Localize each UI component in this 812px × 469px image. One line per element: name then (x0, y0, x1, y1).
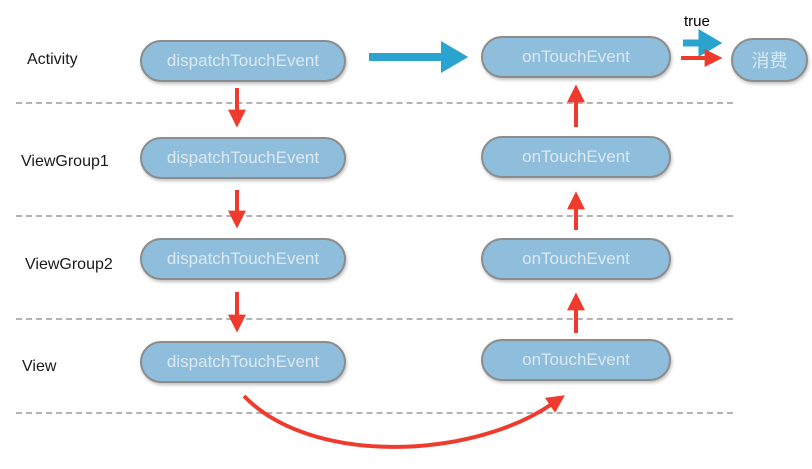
row-label-viewgroup2: ViewGroup2 (25, 256, 113, 273)
box-viewgroup1-ontouchevent: onTouchEvent (481, 136, 671, 178)
box-view-ontouchevent: onTouchEvent (481, 339, 671, 381)
row-divider-3 (16, 318, 733, 320)
box-consume: 消费 (731, 38, 808, 82)
box-viewgroup2-dispatchtouchevent: dispatchTouchEvent (140, 238, 346, 280)
row-divider-1 (16, 102, 733, 104)
row-label-viewgroup1: ViewGroup1 (21, 153, 109, 170)
row-divider-4 (16, 412, 733, 414)
box-activity-ontouchevent: onTouchEvent (481, 36, 671, 78)
box-view-dispatchtouchevent: dispatchTouchEvent (140, 341, 346, 383)
box-viewgroup2-ontouchevent: onTouchEvent (481, 238, 671, 280)
arrow-view-dispatch-to-ontouch-curve (242, 394, 565, 449)
row-label-activity: Activity (27, 51, 78, 68)
box-activity-dispatchtouchevent: dispatchTouchEvent (140, 40, 346, 82)
row-divider-2 (16, 215, 733, 217)
box-viewgroup1-dispatchtouchevent: dispatchTouchEvent (140, 137, 346, 179)
return-true-label: true (684, 13, 710, 30)
row-label-view: View (22, 358, 57, 375)
